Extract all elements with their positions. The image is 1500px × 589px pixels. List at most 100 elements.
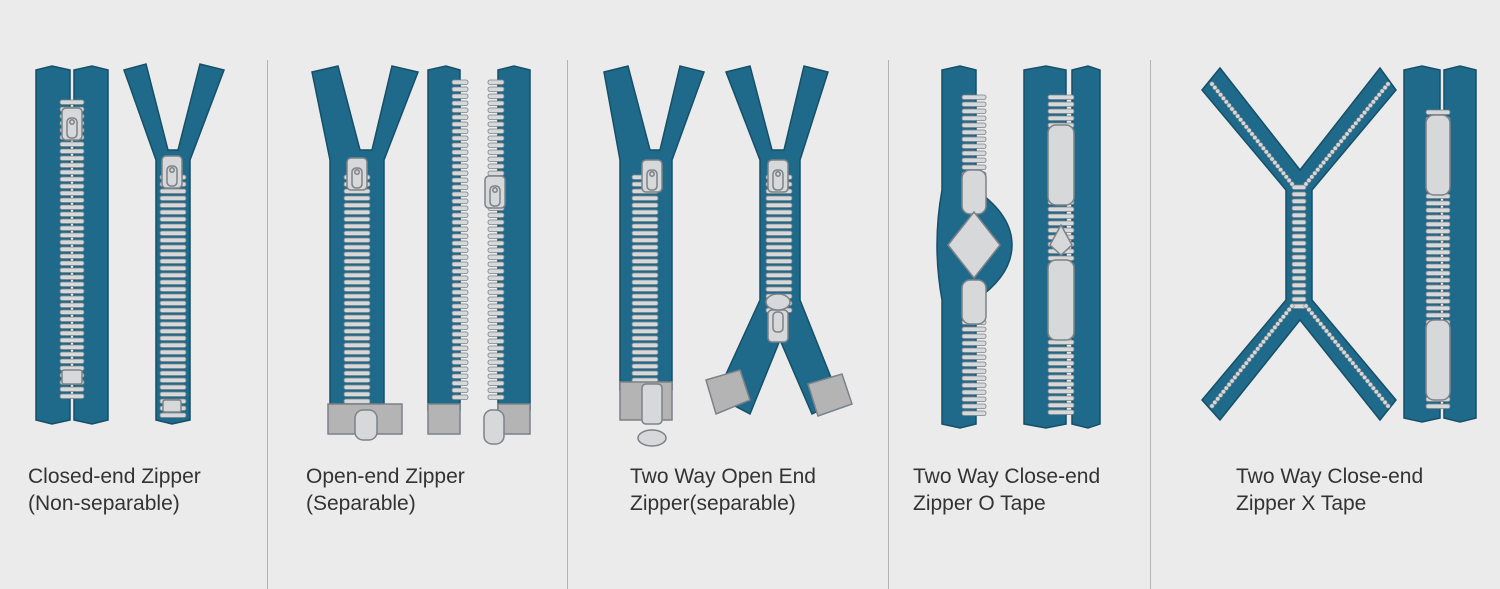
zipper-tooth — [1047, 367, 1075, 373]
zipper-tooth — [451, 317, 469, 323]
open-end-zipper-illustration — [311, 65, 531, 445]
zipper-tooth — [1373, 389, 1379, 395]
zipper-tooth — [1425, 291, 1451, 297]
zipper-tooth — [1249, 353, 1255, 359]
zipper-tooth — [451, 324, 469, 330]
zipper-tooth — [1243, 124, 1249, 130]
zipper-tooth — [1286, 307, 1292, 313]
zipper-tooth — [1223, 99, 1229, 105]
zipper-tooth — [487, 219, 505, 225]
zipper-tooth — [343, 391, 371, 397]
zipper-tooth — [1291, 205, 1307, 211]
zipper-tooth — [59, 155, 85, 161]
zipper-tooth — [1232, 110, 1238, 116]
zipper-tooth — [487, 359, 505, 365]
zipper-tooth — [343, 349, 371, 355]
zipper-tooth — [1350, 124, 1356, 130]
zipper-tooth — [451, 170, 469, 176]
zipper-tooth — [159, 412, 187, 418]
zipper-tooth — [451, 380, 469, 386]
zipper-tooth — [1047, 206, 1075, 212]
zipper-tooth — [961, 157, 987, 163]
zipper-tooth — [1321, 324, 1327, 330]
zipper-tooth — [451, 366, 469, 372]
zipper-tooth — [1344, 131, 1350, 137]
zipper-tooth — [631, 216, 659, 222]
zipper-tooth — [451, 303, 469, 309]
zipper-tooth — [159, 279, 187, 285]
zipper-tooth — [1350, 360, 1356, 366]
zipper-tooth — [1347, 357, 1353, 363]
zipper-tooth — [343, 195, 371, 201]
zipper-tooth — [1425, 214, 1451, 220]
zipper-tooth — [961, 347, 987, 353]
zipper-tooth — [1252, 135, 1258, 141]
zipper-tooth — [1047, 101, 1075, 107]
zipper-tooth — [1260, 339, 1266, 345]
zipper-tooth — [487, 380, 505, 386]
zipper-tooth — [59, 218, 85, 224]
zipper-tooth — [451, 275, 469, 281]
zipper-tooth — [1425, 277, 1451, 283]
zipper-tooth — [1425, 263, 1451, 269]
zipper-tooth — [1255, 346, 1261, 352]
caption-line: (Non-separable) — [28, 492, 180, 515]
zipper-tooth — [1272, 160, 1278, 166]
zipper-tooth — [1312, 170, 1318, 176]
zipper-tooth — [1379, 88, 1385, 94]
zipper-tooth — [631, 335, 659, 341]
zipper-tooth — [343, 209, 371, 215]
zipper-tooth — [59, 323, 85, 329]
zipper-tooth — [1047, 213, 1075, 219]
zipper-tooth — [451, 149, 469, 155]
two-way-close-end-x-tape-illustration — [1201, 65, 1477, 423]
zipper-tooth — [451, 191, 469, 197]
zipper-tooth — [1047, 108, 1075, 114]
zipper-tooth — [451, 177, 469, 183]
zipper-tooth — [451, 268, 469, 274]
zipper-tooth — [487, 247, 505, 253]
zipper-tooth — [487, 282, 505, 288]
zipper-tooth — [1280, 170, 1286, 176]
zipper-tooth — [343, 258, 371, 264]
zipper-tooth — [1318, 163, 1324, 169]
zipper-tooth — [1382, 85, 1388, 91]
zipper-tooth — [487, 86, 505, 92]
zipper-tooth — [451, 345, 469, 351]
zipper-tooth — [343, 314, 371, 320]
zipper-tooth — [451, 310, 469, 316]
zipper-tooth — [343, 300, 371, 306]
zipper-tooth — [1370, 385, 1376, 391]
zipper-tooth — [1220, 389, 1226, 395]
zipper-tooth — [961, 354, 987, 360]
zipper-tooth — [1243, 360, 1249, 366]
zipper-tooth — [961, 326, 987, 332]
zipper-tooth — [343, 237, 371, 243]
zipper-tooth — [1425, 228, 1451, 234]
zipper-tooth — [961, 375, 987, 381]
zipper-tooth — [1263, 149, 1269, 155]
two-way-open-end-zipper-illustration — [603, 65, 853, 447]
zipper-tooth — [1258, 142, 1264, 148]
zipper-tooth — [1291, 261, 1307, 267]
zipper-tooth — [1291, 296, 1307, 302]
zipper-tooth — [765, 202, 793, 208]
zipper-tooth — [631, 272, 659, 278]
zipper-tooth — [1226, 102, 1232, 108]
zipper-tooth — [59, 337, 85, 343]
zipper-tooth — [59, 393, 85, 399]
zipper-tooth — [631, 244, 659, 250]
zipper-tooth — [59, 316, 85, 322]
zipper-tooth — [1291, 233, 1307, 239]
zipper-tooth — [59, 309, 85, 315]
zipper-tooth — [159, 391, 187, 397]
zipper-tooth — [487, 331, 505, 337]
zipper-tooth — [159, 272, 187, 278]
zipper-tooth — [343, 251, 371, 257]
zipper-tooth — [487, 310, 505, 316]
zipper-tooth — [1047, 94, 1075, 100]
zipper-tooth — [1220, 95, 1226, 101]
two-way-close-end-o-tape-illustration — [936, 65, 1101, 429]
zipper-tooth — [961, 340, 987, 346]
